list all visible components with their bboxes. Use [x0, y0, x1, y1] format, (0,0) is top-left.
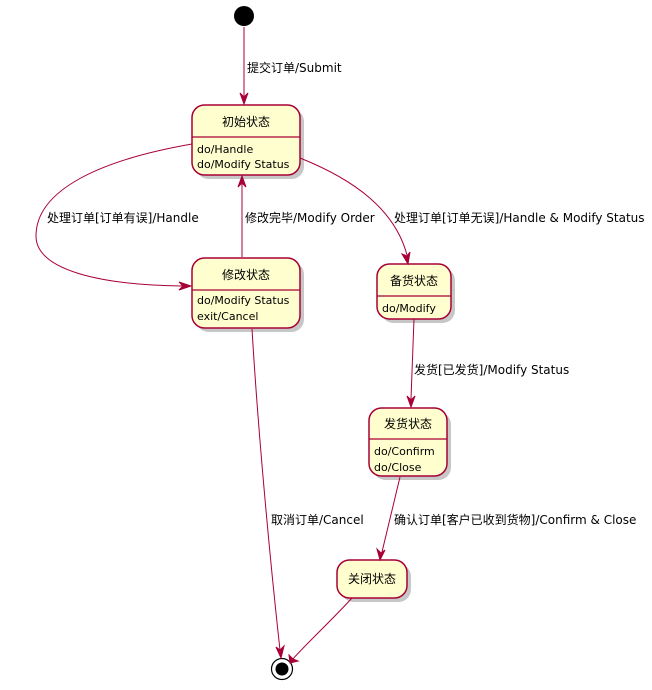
- state-initial-action: do/Handle: [197, 143, 253, 156]
- state-close: 关闭状态: [336, 559, 411, 602]
- state-initial: 初始状态 do/Handle do/Modify Status: [191, 104, 304, 179]
- transition-ok: 处理订单[订单无误]/Handle & Modify Status: [299, 157, 645, 266]
- transition-shipped: 发货[已发货]/Modify Status: [406, 318, 569, 409]
- transition-error: 处理订单[订单有误]/Handle: [35, 143, 199, 291]
- transition-submit-label: 提交订单/Submit: [247, 60, 342, 75]
- state-initial-action: do/Modify Status: [197, 158, 290, 171]
- state-modify: 修改状态 do/Modify Status exit/Cancel: [191, 257, 304, 332]
- state-stock-action: do/Modify: [382, 302, 436, 315]
- state-ship-title: 发货状态: [384, 416, 432, 431]
- transition-modify-done-label: 修改完毕/Modify Order: [245, 210, 375, 225]
- state-stock: 备货状态 do/Modify: [376, 263, 455, 323]
- state-ship-action: do/Close: [374, 461, 422, 474]
- transition-confirm-label: 确认订单[客户已收到货物]/Confirm & Close: [394, 512, 636, 527]
- end-node: [270, 657, 294, 681]
- state-stock-title: 备货状态: [390, 273, 438, 288]
- state-modify-title: 修改状态: [222, 267, 270, 282]
- transition-modify-done: 修改完毕/Modify Order: [237, 174, 375, 257]
- state-modify-action: do/Modify Status: [197, 294, 290, 307]
- transition-close-end: [288, 597, 353, 664]
- state-close-title: 关闭状态: [348, 572, 396, 586]
- start-node: [234, 6, 254, 26]
- transition-error-label: 处理订单[订单有误]/Handle: [47, 211, 199, 225]
- state-initial-title: 初始状态: [222, 115, 270, 129]
- transition-cancel-label: 取消订单/Cancel: [271, 513, 364, 527]
- transition-submit: 提交订单/Submit: [239, 27, 342, 106]
- transition-confirm: 确认订单[客户已收到货物]/Confirm & Close: [376, 476, 636, 562]
- transition-cancel: 取消订单/Cancel: [251, 328, 364, 660]
- state-modify-action: exit/Cancel: [197, 310, 258, 323]
- transition-shipped-label: 发货[已发货]/Modify Status: [414, 362, 569, 377]
- state-ship-action: do/Confirm: [374, 445, 435, 458]
- transition-ok-label: 处理订单[订单无误]/Handle & Modify Status: [394, 211, 645, 225]
- state-ship: 发货状态 do/Confirm do/Close: [368, 407, 451, 480]
